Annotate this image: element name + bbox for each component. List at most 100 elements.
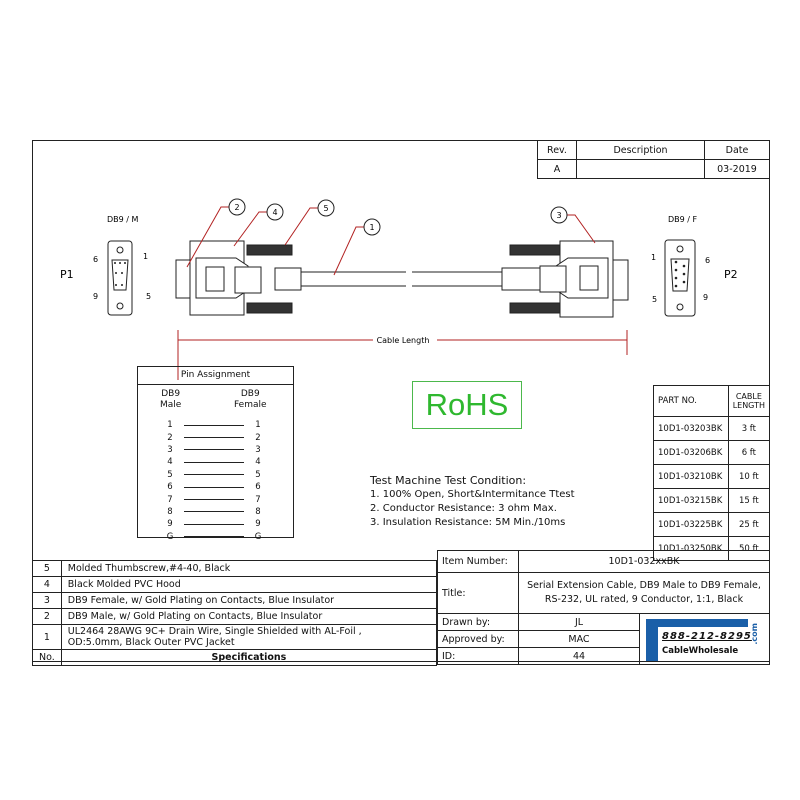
title-block: Item Number:10D1-032xxBK Title:Serial Ex… [437, 550, 770, 665]
female-pin-1: 1 [651, 253, 656, 262]
left-connector-label: DB9 / M [107, 215, 139, 224]
spec-text: UL2464 28AWG 9C+ Drain Wire, Single Shie… [60, 624, 438, 650]
spec-text: Black Molded PVC Hood [60, 576, 438, 593]
female-pin: 9 [255, 519, 261, 530]
male-pin: 4 [167, 457, 173, 468]
female-pin: 6 [255, 482, 261, 493]
wire-line [184, 461, 244, 463]
right-connector-label: DB9 / F [668, 215, 698, 224]
cablewholesale-logo: 888-212-8295 CableWholesale .com [639, 613, 770, 665]
male-pin: 9 [167, 519, 173, 530]
item-number-value: 10D1-032xxBK [518, 550, 770, 573]
male-pin: 6 [167, 482, 173, 493]
male-pin-6: 6 [93, 255, 98, 264]
spec-no: 2 [32, 608, 62, 625]
wire-line [184, 474, 244, 476]
left-connector [175, 240, 627, 316]
specifications-header: Specifications [60, 649, 438, 666]
male-pin: 2 [167, 432, 173, 443]
male-pin: 5 [167, 469, 173, 480]
db9-female-face [664, 239, 696, 317]
p1-label: P1 [60, 268, 74, 281]
female-pin-5: 5 [652, 295, 657, 304]
spec-text: DB9 Male, w/ Gold Plating on Contacts, B… [60, 608, 438, 625]
wire-line [184, 511, 244, 513]
title-label: Title: [437, 572, 519, 614]
title-value: Serial Extension Cable, DB9 Male to DB9 … [518, 572, 770, 614]
callout-4: 4 [272, 208, 277, 217]
female-pin-6: 6 [705, 256, 710, 265]
male-pin: 1 [167, 420, 173, 431]
cable-length: 10 ft [727, 464, 771, 489]
test-condition-1: 1. 100% Open, Short&Intermitance Ttest [370, 489, 575, 500]
male-pin: G [166, 531, 174, 542]
cable-length-header: CABLE LENGTH [727, 385, 771, 417]
spec-no: 3 [32, 592, 62, 609]
cable-length: 3 ft [727, 416, 771, 441]
female-pin: 1 [255, 420, 261, 431]
rohs-badge: RoHS [412, 381, 522, 429]
male-pin: 8 [167, 506, 173, 517]
spec-text: DB9 Female, w/ Gold Plating on Contacts,… [60, 592, 438, 609]
db9-male-face [107, 240, 133, 316]
wire-line [184, 536, 244, 538]
female-pin: 8 [255, 506, 261, 517]
callout-leaders [177, 206, 628, 380]
pin-assignment-title: Pin Assignment [138, 367, 293, 385]
spec-no: 5 [32, 560, 62, 577]
item-number-label: Item Number: [437, 550, 519, 573]
drawn-by-value: JL [518, 613, 640, 631]
male-pin-9: 9 [93, 292, 98, 301]
callout-2: 2 [234, 203, 239, 212]
part-number: 10D1-03206BK [653, 440, 729, 465]
wire-line [184, 523, 244, 525]
spec-text: Molded Thumbscrew,#4-40, Black [60, 560, 438, 577]
female-pin: 4 [255, 457, 261, 468]
wire-line [184, 449, 244, 451]
callout-1: 1 [369, 223, 374, 232]
female-pin: G [254, 531, 262, 542]
female-pin: 7 [255, 494, 261, 505]
spec-no: 1 [32, 624, 62, 650]
test-condition-3: 3. Insulation Resistance: 5M Min./10ms [370, 517, 566, 528]
cable-drawing: DB9 / M DB9 / F P1 P2 6 1 9 5 [60, 198, 738, 380]
id-value: 44 [518, 647, 640, 665]
part-number: 10D1-03203BK [653, 416, 729, 441]
cable-length: 25 ft [727, 512, 771, 537]
right-connector [501, 240, 629, 318]
wire-line [184, 424, 244, 426]
cable-length: 15 ft [727, 488, 771, 513]
approved-by-label: Approved by: [437, 630, 519, 648]
wire-line [184, 437, 244, 439]
cable-length: 6 ft [727, 440, 771, 465]
male-pin-5: 5 [146, 292, 151, 301]
wire-line [184, 499, 244, 501]
part-number: 10D1-03225BK [653, 512, 729, 537]
part-no-header: PART NO. [653, 385, 729, 417]
approved-by-value: MAC [518, 630, 640, 648]
part-number: 10D1-03215BK [653, 488, 729, 513]
drawn-by-label: Drawn by: [437, 613, 519, 631]
callout-3: 3 [556, 211, 561, 220]
id-label: ID: [437, 647, 519, 665]
